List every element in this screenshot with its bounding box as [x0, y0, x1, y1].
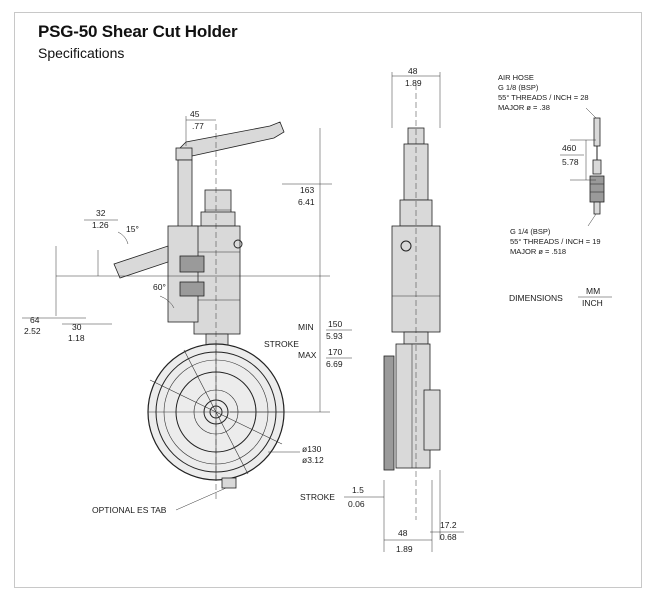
front-dimensions: 45 .77 32 1.26 15° 60° 64 2.52 30 1.18 1… [22, 109, 352, 515]
air-hose-tpi: 55° THREADS / INCH = 28 [498, 93, 589, 102]
dim-min-mm: 150 [328, 319, 342, 329]
es-tab [221, 477, 237, 489]
dim-stroke-mm: 1.5 [352, 485, 364, 495]
dim-64-inch: 2.52 [24, 326, 41, 336]
dim-17-mm: 17.2 [440, 520, 457, 530]
port-thread: G 1/4 (BSP) [510, 227, 551, 236]
port-notes: G 1/4 (BSP) 55° THREADS / INCH = 19 MAJO… [510, 227, 601, 256]
dimensions-legend: DIMENSIONS MM INCH [509, 286, 612, 308]
hose-upper [593, 117, 601, 147]
hose-dim-inch: 5.78 [562, 157, 579, 167]
hose-connector [592, 159, 602, 175]
dim-64-mm: 64 [30, 315, 40, 325]
side-port-icon [400, 240, 412, 252]
dim-32-inch: 1.26 [92, 220, 109, 230]
air-hose-title: AIR HOSE [498, 73, 534, 82]
side-dimensions: 48 1.89 STROKE 1.5 0.06 48 1.89 17.2 0.6… [300, 66, 464, 554]
lever-hub [175, 147, 193, 161]
front-clamp-screw-2 [179, 281, 205, 297]
min-label: MIN [298, 322, 314, 332]
stroke-label-side: STROKE [300, 492, 335, 502]
front-cylinder-body [193, 225, 241, 335]
hose-thread [593, 201, 601, 215]
legend-label: DIMENSIONS [509, 293, 563, 303]
max-label: MAX [298, 350, 317, 360]
dim-min-inch: 5.93 [326, 331, 343, 341]
legend-inch: INCH [582, 298, 603, 308]
page-subtitle: Specifications [38, 45, 125, 61]
dim-45-mm: 45 [190, 109, 200, 119]
air-hose-thread: G 1/8 (BSP) [498, 83, 539, 92]
dim-30-inch: 1.18 [68, 333, 85, 343]
dim-32-mm: 32 [96, 208, 106, 218]
angle-60: 60° [153, 282, 166, 292]
dim-48-top-inch: 1.89 [405, 78, 422, 88]
angle-15: 15° [126, 224, 139, 234]
air-hose-notes: AIR HOSE G 1/8 (BSP) 55° THREADS / INCH … [498, 73, 597, 119]
hose-fitting-drawing: 460 5.78 [560, 117, 605, 227]
front-knife-bar [113, 245, 169, 279]
dim-48-bottom-inch: 1.89 [396, 544, 413, 554]
dim-max-mm: 170 [328, 347, 342, 357]
optional-es-tab-label: OPTIONAL ES TAB [92, 505, 167, 515]
dim-dia-inch: ø3.12 [302, 455, 324, 465]
side-blade [383, 355, 395, 471]
front-view [113, 121, 285, 500]
stroke-label-front: STROKE [264, 339, 299, 349]
front-clamp-screw [179, 255, 205, 273]
legend-mm: MM [586, 286, 600, 296]
dim-stroke-inch: 0.06 [348, 499, 365, 509]
front-clamp-block [167, 225, 199, 323]
dim-163-inch: 6.41 [298, 197, 315, 207]
dim-max-inch: 6.69 [326, 359, 343, 369]
port-tpi: 55° THREADS / INCH = 19 [510, 237, 601, 246]
drawing-frame [14, 12, 642, 588]
dim-45-inch: .77 [192, 121, 204, 131]
dim-30-mm: 30 [72, 322, 82, 332]
dim-48-top-mm: 48 [408, 66, 418, 76]
page-title: PSG-50 Shear Cut Holder [38, 22, 238, 41]
air-hose-major: MAJOR ø = .38 [498, 103, 550, 112]
front-shaft [177, 159, 193, 233]
side-view [383, 84, 441, 520]
hose-dim-mm: 460 [562, 143, 576, 153]
dim-163-mm: 163 [300, 185, 314, 195]
dim-dia-mm: ø130 [302, 444, 322, 454]
dim-48-bottom-mm: 48 [398, 528, 408, 538]
dim-17-inch: 0.68 [440, 532, 457, 542]
front-port-icon [233, 239, 243, 249]
port-major: MAJOR ø = .518 [510, 247, 566, 256]
front-cylinder-nut [200, 211, 236, 227]
side-flange [423, 389, 441, 451]
